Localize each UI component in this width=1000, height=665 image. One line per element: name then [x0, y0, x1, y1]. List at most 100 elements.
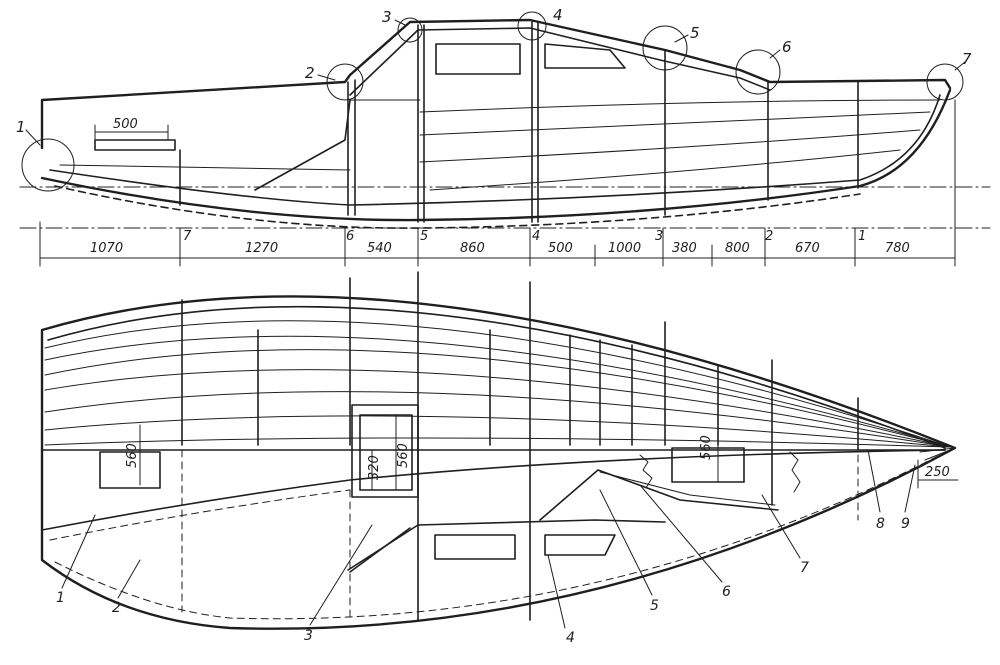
- frame-number-5: 5: [420, 229, 428, 244]
- cabin-roof-inner: [349, 27, 771, 96]
- frame-number-4: 4: [532, 229, 540, 244]
- spacing-dim-780: 780: [885, 241, 910, 256]
- cutaway-break-2: [789, 451, 801, 493]
- part-label-1: 1: [56, 590, 65, 606]
- detail-label-6: 6: [782, 38, 792, 56]
- part-label-9: 9: [901, 516, 910, 532]
- part-label-7: 7: [800, 560, 809, 576]
- part-label-6: 6: [722, 584, 731, 600]
- spacing-dim-860: 860: [460, 241, 485, 256]
- hull-bottom-inner: [54, 185, 861, 229]
- frame-number-6: 6: [346, 229, 354, 244]
- detail-circle-1: [21, 138, 75, 192]
- bow-stem: [919, 447, 956, 461]
- window-plan-1: [434, 534, 516, 560]
- detail-label-4: 4: [553, 6, 563, 24]
- cabin-window-front: [435, 43, 521, 75]
- part-label-3: 3: [304, 628, 313, 644]
- chine-line: [49, 94, 941, 206]
- detail-circle-6: [735, 49, 781, 95]
- part-label-4: 4: [566, 630, 575, 646]
- side-elevation: 1 2 3 4 5 6 7 500 7 6 5 4 3 2 1: [16, 6, 991, 267]
- part-leader-3: [309, 524, 373, 626]
- part-leader-6: [639, 484, 723, 583]
- detail-circle-2: [326, 63, 364, 101]
- plank-1: [44, 320, 951, 448]
- frames-plan: [181, 271, 859, 623]
- cutaway-break: [639, 454, 653, 489]
- leader-5: [674, 34, 689, 43]
- detail-label-3: 3: [382, 8, 392, 26]
- hatch-frame: [351, 404, 419, 498]
- frame-number-7: 7: [183, 229, 192, 244]
- part-leader-8: [867, 449, 881, 513]
- spacing-dim-380: 380: [672, 241, 697, 256]
- stringer-4: [429, 149, 901, 191]
- leader-6: [769, 49, 781, 59]
- outline-dash: [54, 454, 941, 620]
- hatch-opening: [359, 414, 413, 491]
- stringer-2: [419, 111, 931, 136]
- leader-1: [25, 129, 41, 146]
- detail-circle-3: [397, 17, 423, 43]
- hull-outline-inner: [47, 305, 946, 449]
- hull-bottom: [40, 88, 952, 222]
- plank-3: [44, 349, 951, 448]
- cockpit-coaming: [94, 139, 176, 151]
- plank-2: [44, 335, 951, 448]
- part-leader-1: [61, 514, 96, 589]
- detail-circle-4: [517, 11, 547, 41]
- stringer-6: [59, 164, 351, 171]
- spacing-dim-500: 500: [548, 241, 573, 256]
- leader-3: [394, 19, 406, 26]
- frame-number-2: 2: [765, 229, 773, 244]
- dimension-ticks: [39, 99, 956, 267]
- hull-outline: [40, 295, 957, 630]
- trunk-line: [347, 519, 666, 571]
- detail-label-1: 1: [16, 118, 26, 136]
- sheer-line: [40, 18, 952, 150]
- hull-framing-view: 560 320 560 560 250 1 2 3 4 5 6 7 8 9: [40, 271, 959, 646]
- spacing-dim-800: 800: [725, 241, 750, 256]
- plank-5: [44, 391, 951, 448]
- dim-560-right: 560: [699, 435, 714, 460]
- part-label-5: 5: [650, 598, 659, 614]
- part-leader-2: [117, 559, 141, 599]
- window-plan-2: [544, 534, 616, 556]
- frame-number-3: 3: [655, 229, 663, 244]
- stringer-3: [419, 129, 921, 163]
- detail-label-7: 7: [962, 50, 972, 68]
- detail-label-2: 2: [305, 64, 315, 82]
- spacing-dim-1000: 1000: [608, 241, 641, 256]
- cockpit-bulkhead: [254, 99, 351, 191]
- cabin-window-rear: [544, 43, 626, 69]
- plank-6: [44, 415, 951, 448]
- cockpit-dim-label: 500: [113, 117, 138, 132]
- trunk-diagonal: [349, 527, 411, 573]
- bottom-seam: [41, 449, 946, 531]
- spacing-dim-1070: 1070: [90, 241, 123, 256]
- part-leader-9: [904, 464, 916, 513]
- bulkhead-slope-2: [599, 471, 776, 506]
- part-label-2: 2: [112, 600, 121, 616]
- opening-right: [671, 447, 745, 483]
- dim-320: 320: [367, 455, 382, 480]
- part-leader-7: [761, 494, 801, 559]
- plank-7: [44, 437, 951, 448]
- bulkhead-slope: [539, 469, 779, 521]
- plank-4: [44, 369, 951, 448]
- leader-2: [317, 74, 336, 81]
- spacing-dim-1270: 1270: [245, 241, 278, 256]
- part-leader-4: [547, 554, 566, 629]
- frame-number-1: 1: [858, 229, 866, 244]
- part-leader-5: [599, 489, 653, 596]
- spacing-dim-540: 540: [367, 241, 392, 256]
- leader-7: [954, 61, 966, 71]
- stringer-1: [419, 99, 941, 113]
- spacing-dim-670: 670: [795, 241, 820, 256]
- bottom-seam-dash: [49, 489, 351, 541]
- frames-side: [179, 21, 859, 223]
- dim-250: 250: [925, 465, 950, 480]
- detail-circle-7: [926, 63, 964, 101]
